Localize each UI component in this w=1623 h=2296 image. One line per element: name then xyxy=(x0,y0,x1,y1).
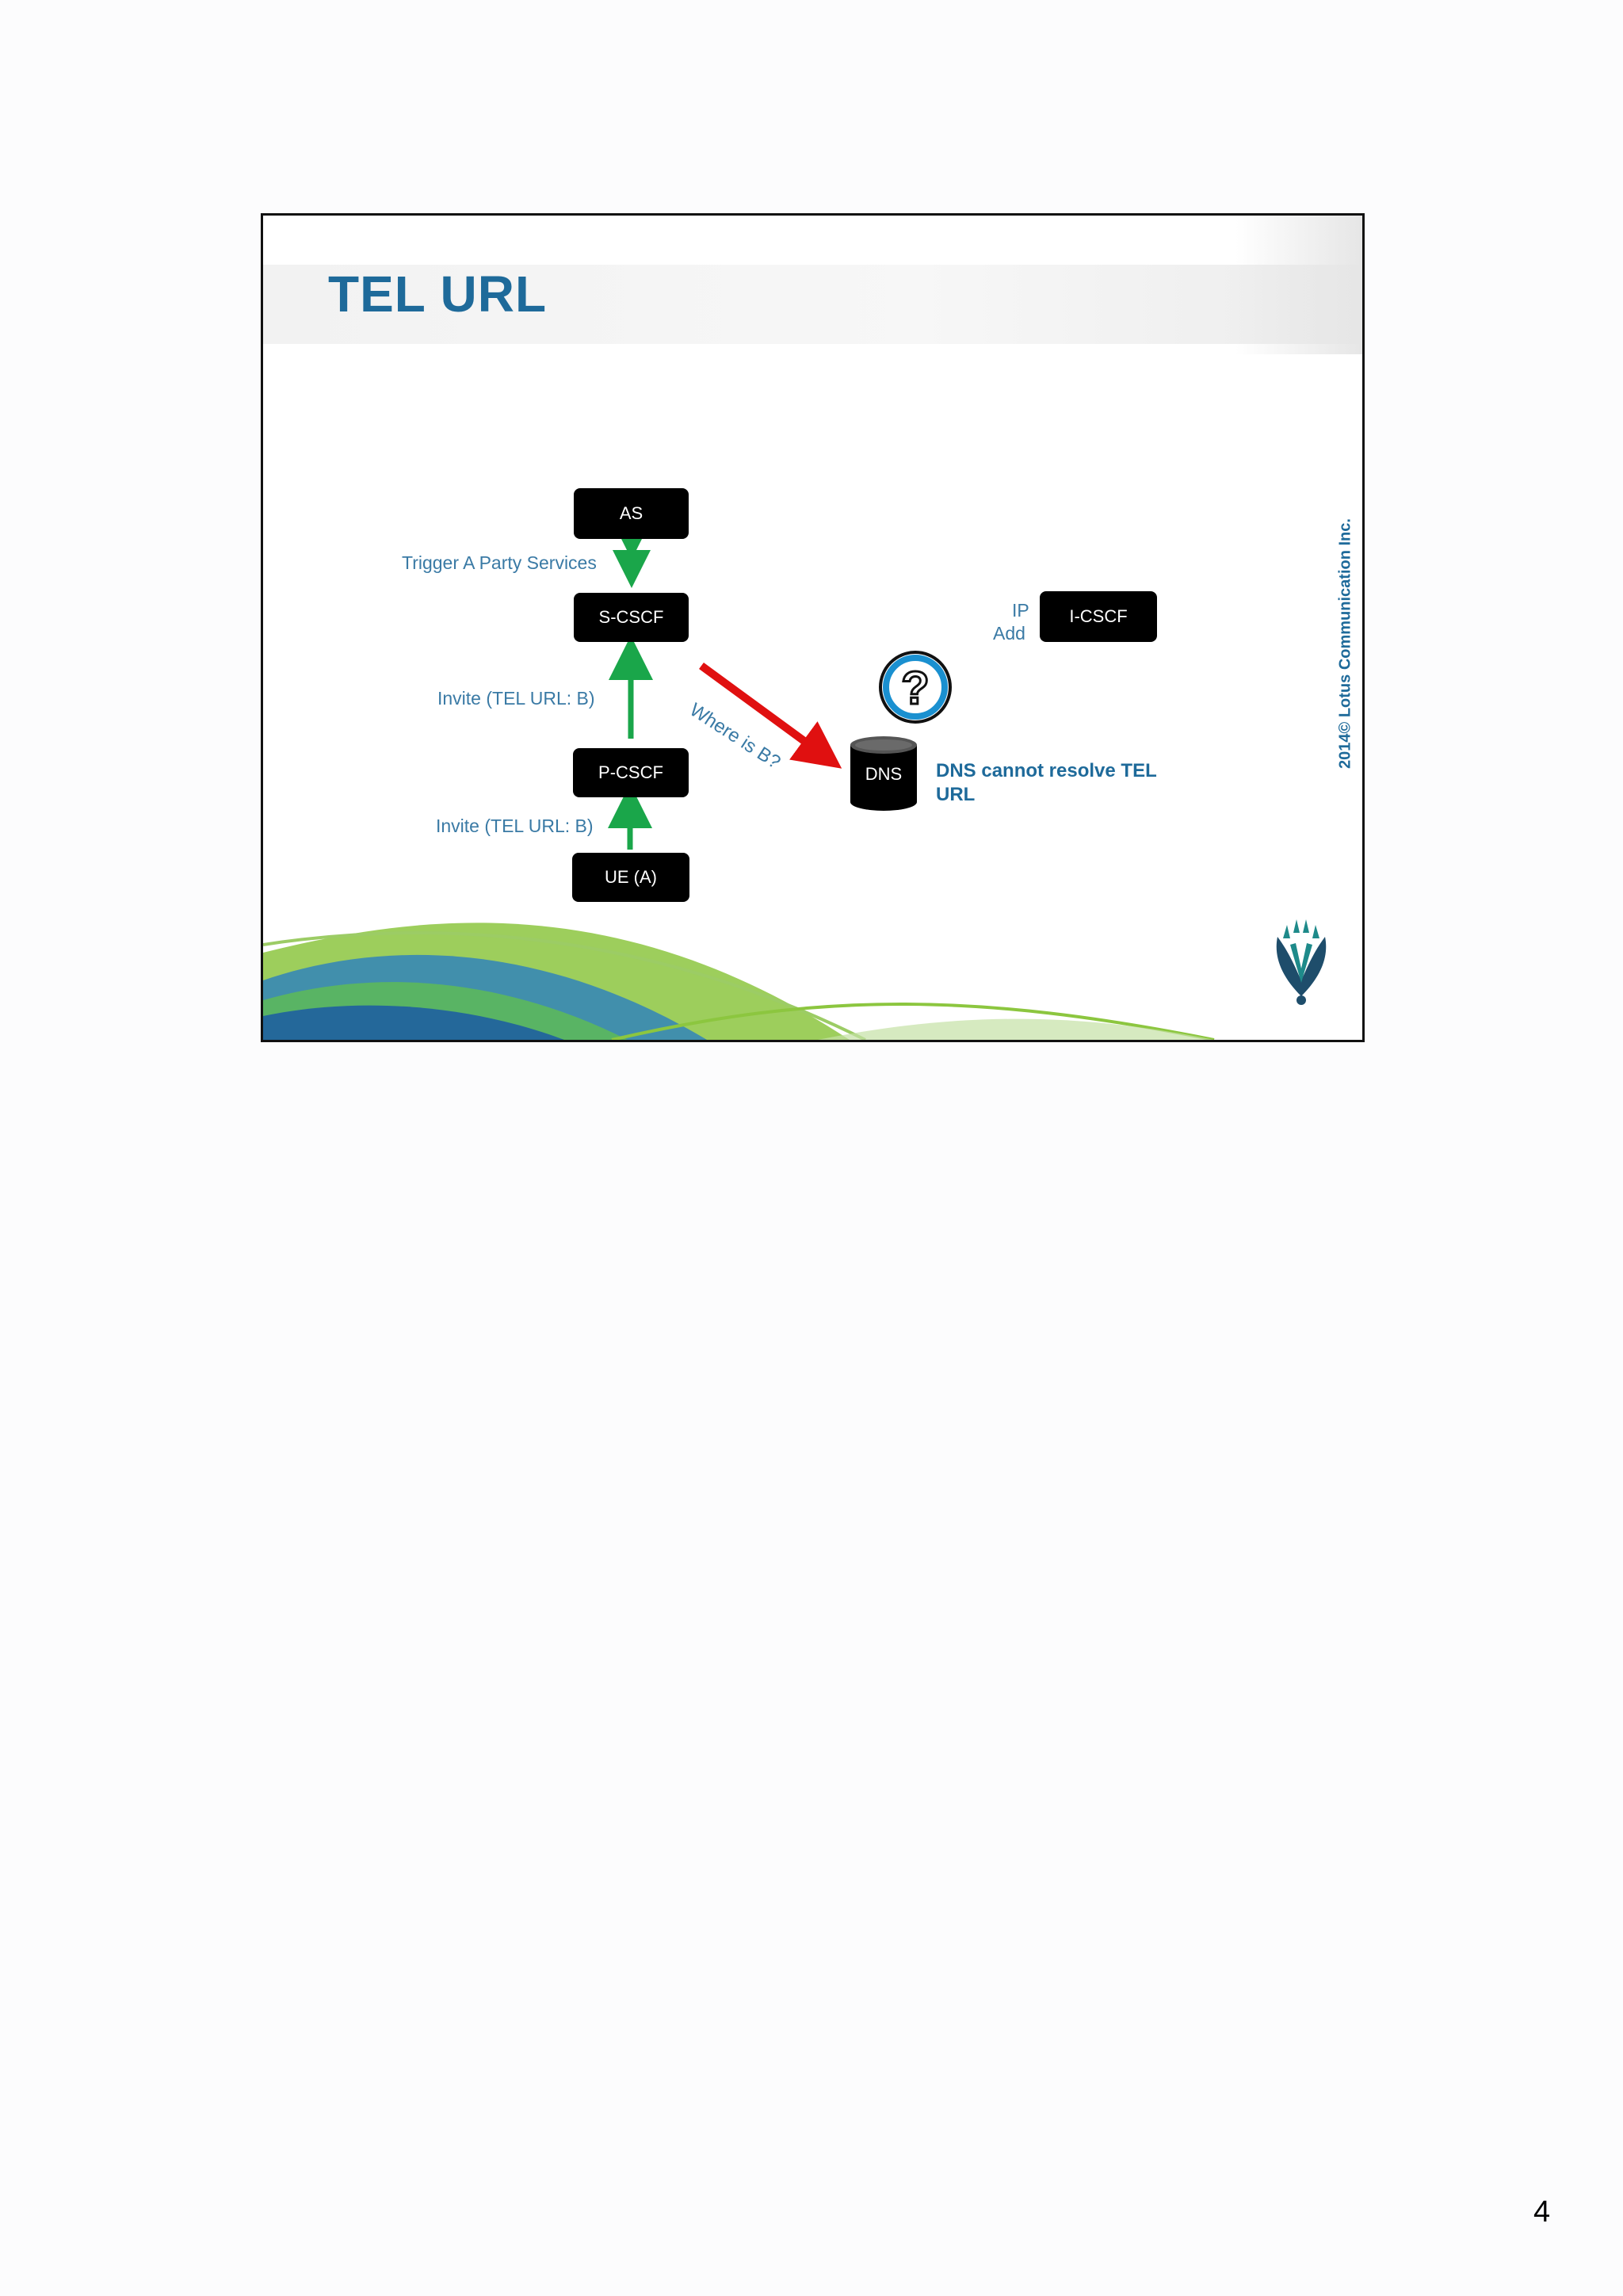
node-p-cscf: P-CSCF xyxy=(573,748,689,797)
copyright-text: 2014© Lotus Communication Inc. xyxy=(1336,518,1354,769)
slide-title: TEL URL xyxy=(328,266,548,323)
svg-text:?: ? xyxy=(901,663,929,714)
title-band xyxy=(263,265,1362,344)
invite-lower-label: Invite (TEL URL: B) xyxy=(436,816,594,836)
node-as: AS xyxy=(574,488,689,539)
invite-upper-label: Invite (TEL URL: B) xyxy=(437,688,595,709)
trigger-label: Trigger A Party Services xyxy=(402,552,597,573)
wave-decoration xyxy=(263,923,1215,1040)
ip-label: IP xyxy=(1012,600,1029,621)
diagram-arrows: ? xyxy=(263,521,1327,1040)
question-icon: ? xyxy=(879,651,952,724)
page-number: 4 xyxy=(1533,2195,1551,2229)
node-ue: UE (A) xyxy=(572,853,689,902)
dns-cylinder-icon xyxy=(850,736,917,811)
add-label: Add xyxy=(993,623,1025,644)
node-s-cscf: S-CSCF xyxy=(574,593,689,642)
slide: TEL URL ? xyxy=(261,213,1365,1042)
node-i-cscf: I-CSCF xyxy=(1040,591,1157,642)
node-dns-label: DNS xyxy=(865,764,903,784)
title-band-fade xyxy=(1235,216,1362,354)
lotuscom-logo-icon xyxy=(1276,919,1327,1005)
arrow-scscf-dns xyxy=(699,662,842,769)
dns-note: DNS cannot resolve TEL URL xyxy=(936,760,1157,805)
